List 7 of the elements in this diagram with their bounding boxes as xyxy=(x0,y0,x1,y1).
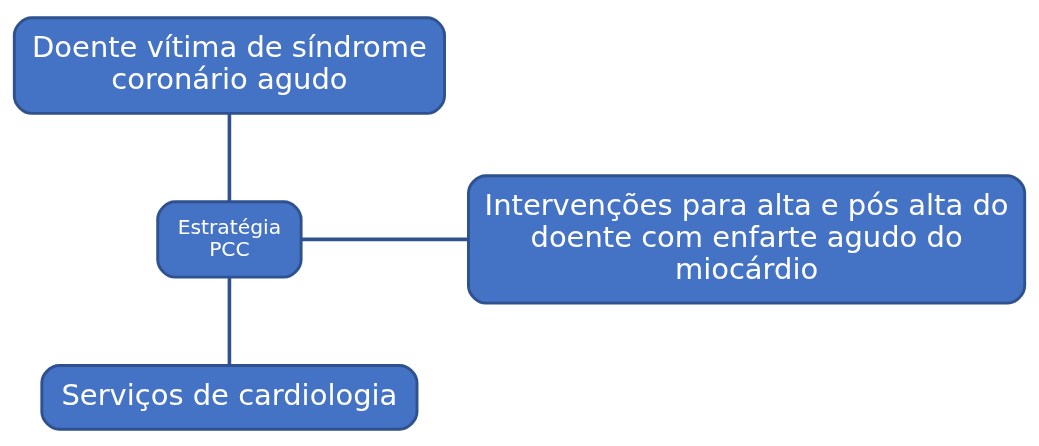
connector xyxy=(301,237,469,241)
connector xyxy=(227,276,232,365)
node-box: Doente vítima de síndrome coronário agudo xyxy=(12,15,446,115)
node-box: Serviços de cardiologia xyxy=(40,363,419,431)
connector xyxy=(227,113,232,202)
node-box: Estratégia PCC xyxy=(156,199,303,279)
node-box: Intervenções para alta e pós alta do doente com enfarte agudo do miocárdio xyxy=(467,173,1027,305)
